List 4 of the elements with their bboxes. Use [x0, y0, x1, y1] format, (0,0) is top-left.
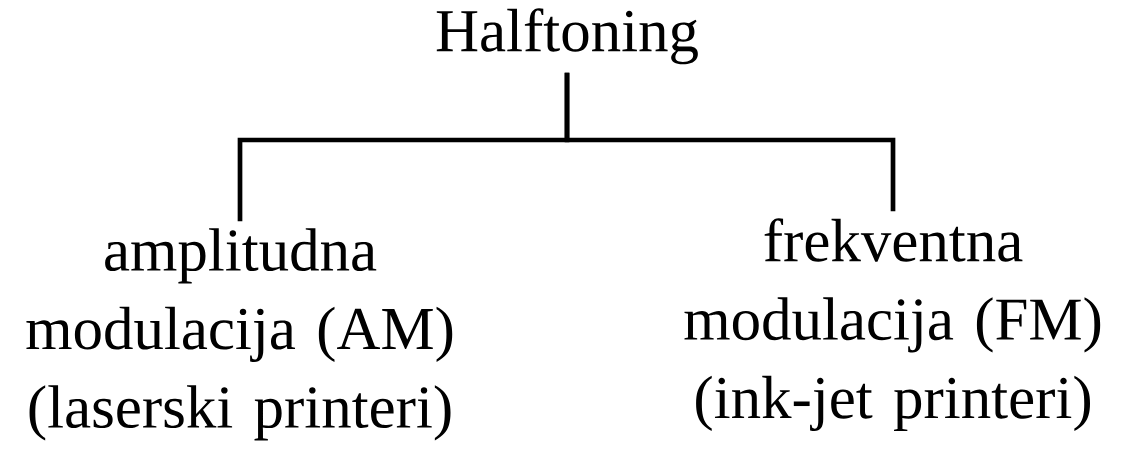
tree-connector: [564, 72, 896, 212]
category-text: frekventna modulacija (FM) (ink-jet printeri): [684, 218, 1101, 432]
category-text: amplitudna modulacija (AM) (laserski printeri): [26, 228, 453, 441]
heading-text: Halftoning: [436, 8, 698, 65]
